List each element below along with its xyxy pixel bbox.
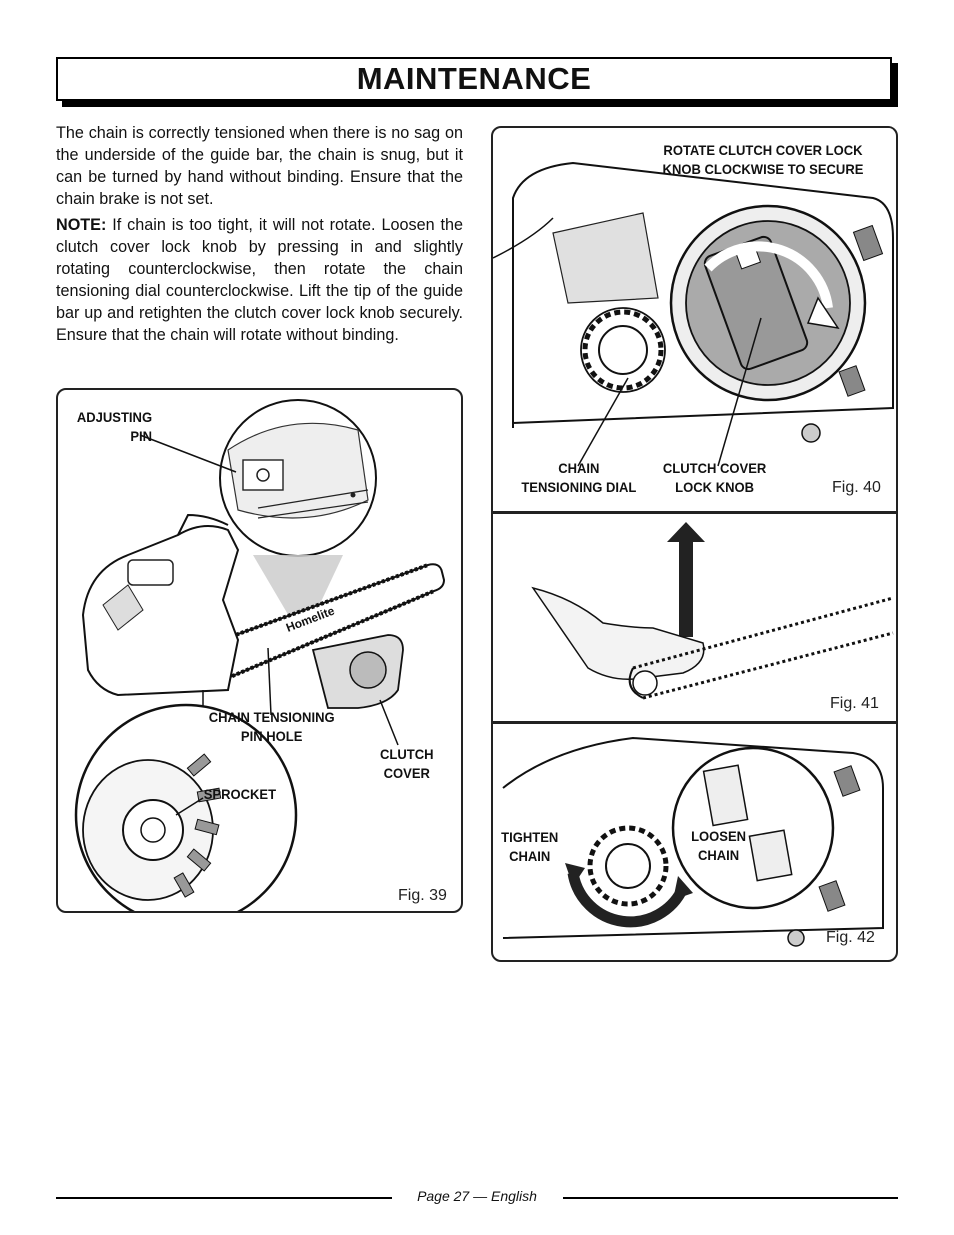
callout-dial-line1: CHAIN bbox=[558, 460, 600, 476]
callout-tighten-chain: TIGHTEN CHAIN bbox=[501, 828, 558, 866]
figure-39: Homelite ADJUSTING PIN CHAIN TENSION bbox=[56, 388, 463, 913]
footer-rule-right bbox=[563, 1197, 898, 1199]
callout-knob-line2: LOCK KNOB bbox=[675, 479, 755, 495]
callout-loosen-line2: CHAIN bbox=[697, 847, 740, 863]
callout-chain-tensioning-dial: CHAIN TENSIONING DIAL bbox=[521, 459, 636, 497]
callout-loosen-line1: LOOSEN bbox=[691, 828, 747, 844]
page-header: MAINTENANCE bbox=[56, 57, 892, 101]
callout-adjusting-pin-line1: ADJUSTING bbox=[76, 409, 153, 425]
clutch-cover-illustration bbox=[493, 128, 894, 947]
page-footer: Page 27 — English bbox=[417, 1188, 537, 1204]
callout-rotate-line1: ROTATE CLUTCH COVER LOCK bbox=[663, 142, 863, 158]
figure-41-label: Fig. 41 bbox=[830, 695, 879, 712]
callout-tension-hole-line2: PIN HOLE bbox=[240, 728, 303, 744]
figure-40-label: Fig. 40 bbox=[832, 479, 881, 496]
callout-clutch-cover-line2: COVER bbox=[383, 765, 430, 781]
callout-rotate-line2: KNOB CLOCKWISE TO SECURE bbox=[662, 161, 864, 177]
callout-rotate-clutch-cover-lock: ROTATE CLUTCH COVER LOCK KNOB CLOCKWISE … bbox=[663, 141, 864, 179]
figure-divider-40-41 bbox=[493, 511, 896, 514]
callout-clutch-cover-lock-knob: CLUTCH COVER LOCK KNOB bbox=[663, 459, 766, 497]
page-title: MAINTENANCE bbox=[356, 61, 592, 96]
body-text: The chain is correctly tensioned when th… bbox=[56, 122, 463, 350]
paragraph-tension: The chain is correctly tensioned when th… bbox=[56, 124, 463, 208]
callout-dial-line2: TENSIONING DIAL bbox=[521, 479, 637, 495]
callout-loosen-chain: LOOSEN CHAIN bbox=[691, 827, 746, 865]
callout-sprocket: SPROCKET bbox=[203, 786, 277, 802]
callout-adjusting-pin-line2: PIN bbox=[130, 428, 153, 444]
callout-knob-line1: CLUTCH COVER bbox=[662, 460, 767, 476]
figure-divider-41-42 bbox=[493, 721, 896, 724]
callout-clutch-cover: CLUTCH COVER bbox=[380, 745, 434, 783]
callout-tighten-line1: TIGHTEN bbox=[501, 829, 559, 845]
note-label: NOTE: bbox=[56, 216, 107, 234]
callout-tension-hole-line1: CHAIN TENSIONING bbox=[208, 709, 335, 725]
figure-panel-right: ROTATE CLUTCH COVER LOCK KNOB CLOCKWISE … bbox=[491, 126, 898, 962]
paragraph-note: NOTE: If chain is too tight, it will not… bbox=[56, 214, 463, 346]
callout-chain-tensioning-pin-hole: CHAIN TENSIONING PIN HOLE bbox=[209, 708, 335, 746]
chainsaw-illustration: Homelite bbox=[74, 399, 446, 911]
footer-rule-left bbox=[56, 1197, 392, 1199]
figure-39-label: Fig. 39 bbox=[398, 887, 447, 904]
callout-clutch-cover-line1: CLUTCH bbox=[380, 746, 434, 762]
note-text: If chain is too tight, it will not rotat… bbox=[56, 216, 463, 344]
callout-adjusting-pin: ADJUSTING PIN bbox=[77, 408, 152, 446]
callout-tighten-line2: CHAIN bbox=[509, 848, 551, 864]
figure-42-label: Fig. 42 bbox=[826, 929, 875, 946]
